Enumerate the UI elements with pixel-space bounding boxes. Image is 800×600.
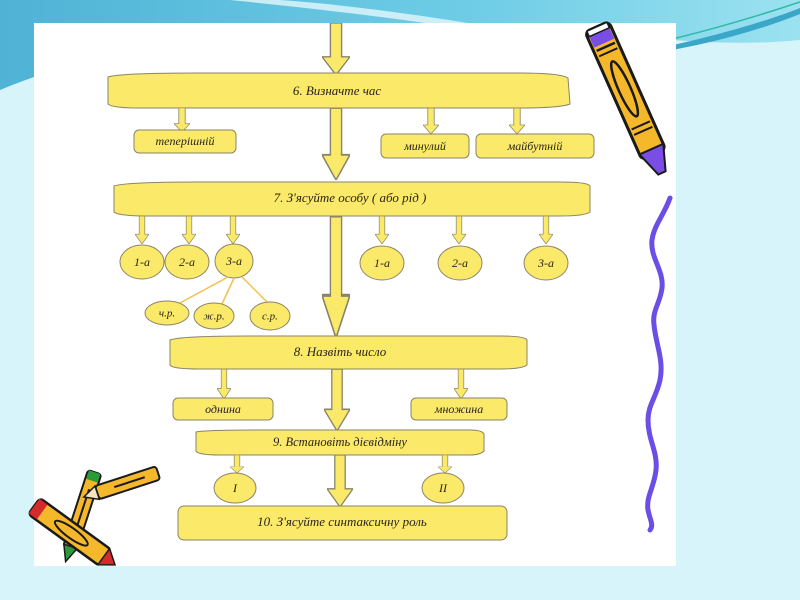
arrow-step7-l2: [182, 216, 196, 244]
right-person-1: 1-а: [359, 245, 405, 281]
left-person-3: 3-а: [214, 243, 254, 279]
right-person-2: 2-а: [437, 245, 483, 281]
svg-text:с.р.: с.р.: [262, 311, 278, 323]
arrow-step9-to-step10: [327, 455, 353, 507]
left-person-2: 2-а: [164, 244, 210, 280]
step9-title: 9. Встановіть дієвідміну: [273, 435, 407, 449]
arrow-step7-r2: [452, 216, 466, 244]
svg-text:II: II: [438, 481, 448, 495]
option-plural: множина: [410, 397, 508, 421]
arrow-incoming: [322, 23, 350, 75]
step8-title: 8. Назвіть число: [294, 344, 387, 359]
arrow-step8-singular: [217, 369, 231, 399]
arrow-step9-second: [438, 455, 452, 473]
arrow-step8-to-step9: [324, 369, 350, 431]
svg-text:ч.р.: ч.р.: [159, 308, 175, 320]
gender-masculine: ч.р.: [144, 300, 190, 326]
step7-box: 7. З'ясуйте особу ( або рід ): [113, 181, 591, 217]
svg-text:1-а: 1-а: [374, 256, 390, 270]
arrow-step8-plural: [454, 369, 468, 399]
arrow-step7-r1: [375, 216, 389, 244]
svg-text:теперішній: теперішній: [156, 134, 215, 148]
right-person-3: 3-а: [523, 245, 569, 281]
pencil-icon: [585, 21, 667, 176]
step9-box: 9. Встановіть дієвідміну: [195, 429, 485, 456]
arrow-step7-to-step8: [322, 216, 350, 338]
gender-neuter: с.р.: [249, 301, 291, 331]
arrow-step7-l3: [226, 216, 240, 244]
step10-title: 10. З'ясуйте синтаксичну роль: [257, 514, 427, 529]
svg-text:множина: множина: [434, 402, 483, 416]
step6-title: 6. Визначте час: [293, 83, 382, 98]
arrow-step6-past: [423, 108, 439, 134]
option-future: майбутній: [475, 133, 595, 159]
svg-text:3-а: 3-а: [537, 256, 554, 270]
arrow-step6-future: [509, 108, 525, 134]
option-present: теперішній: [133, 129, 237, 154]
arrow-step9-first: [230, 455, 244, 473]
svg-text:I: I: [232, 481, 238, 495]
left-person-1: 1-а: [119, 244, 165, 280]
conjugation-second: II: [421, 472, 465, 504]
crossed-pencils-icon: [28, 466, 161, 566]
svg-text:майбутній: майбутній: [507, 139, 563, 153]
gender-connectors: [179, 276, 269, 305]
option-singular: однина: [172, 397, 274, 421]
svg-text:1-а: 1-а: [134, 255, 150, 269]
squiggle-line: [645, 195, 673, 533]
svg-text:2-а: 2-а: [179, 255, 195, 269]
svg-text:ж.р.: ж.р.: [203, 311, 224, 323]
step10-box: 10. З'ясуйте синтаксичну роль: [177, 505, 508, 541]
svg-text:3-а: 3-а: [225, 254, 242, 268]
step8-box: 8. Назвіть число: [169, 335, 528, 370]
step6-box: 6. Визначте час: [107, 72, 571, 109]
arrow-step7-l1: [135, 216, 149, 244]
conjugation-first: I: [213, 472, 257, 504]
svg-text:2-а: 2-а: [452, 256, 468, 270]
arrow-step6-present: [174, 108, 190, 132]
option-past: минулий: [380, 133, 470, 159]
step7-title: 7. З'ясуйте особу ( або рід ): [274, 190, 427, 205]
gender-feminine: ж.р.: [193, 302, 235, 330]
arrow-step6-to-step7: [322, 108, 350, 180]
svg-text:минулий: минулий: [403, 139, 446, 153]
arrow-step7-r3: [539, 216, 553, 244]
svg-text:однина: однина: [205, 402, 241, 416]
